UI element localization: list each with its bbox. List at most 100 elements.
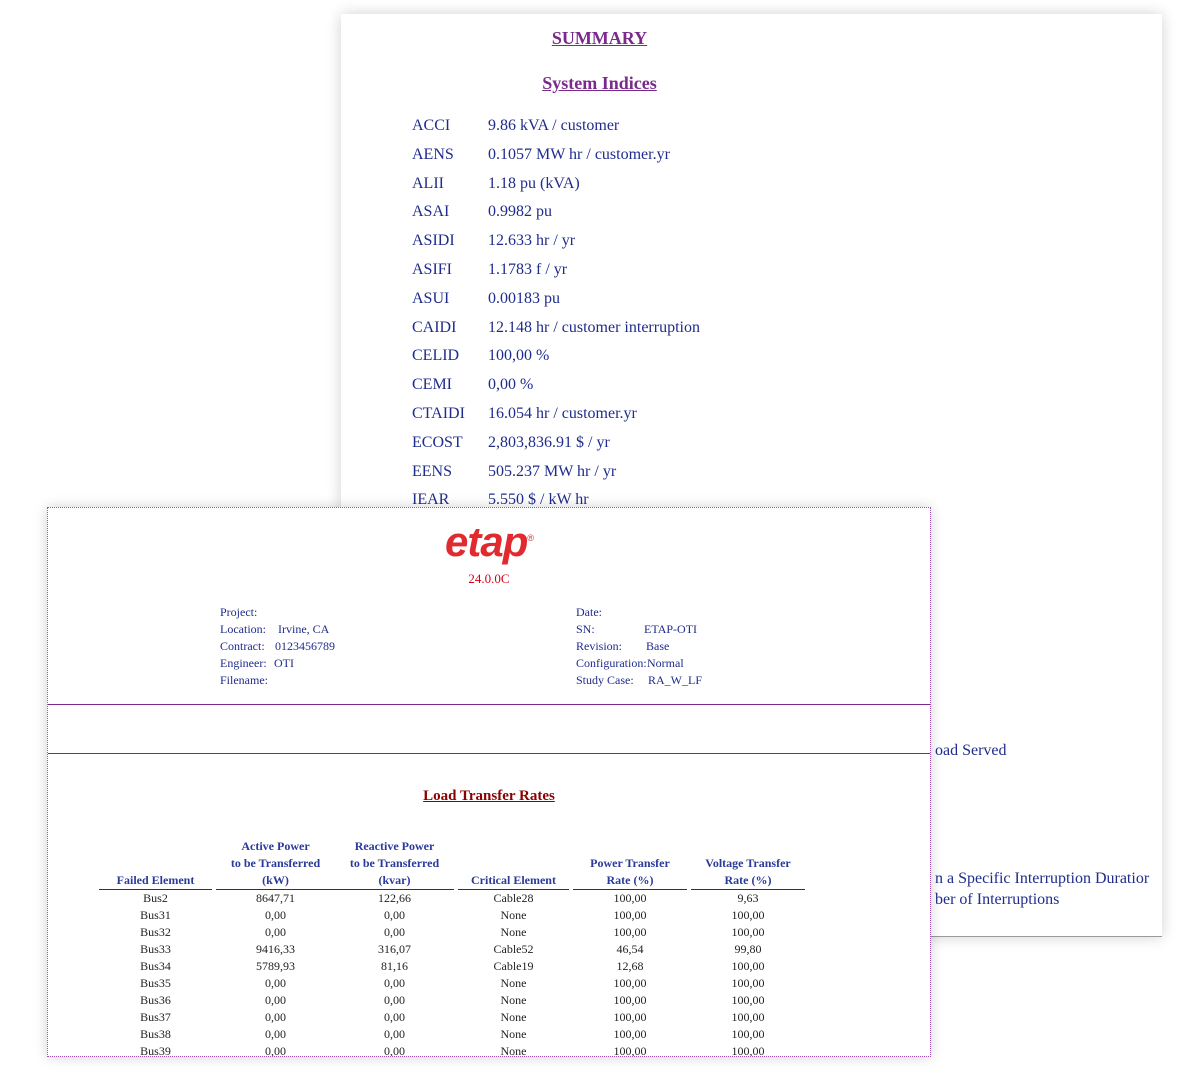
header-line: (kW) [262, 873, 289, 887]
engineer-label: Engineer: [220, 656, 267, 670]
table-cell: 0,00 [265, 1044, 286, 1057]
index-name: CAIDI [412, 318, 457, 336]
index-name: CTAIDI [412, 405, 465, 422]
table-cell: Cable19 [493, 959, 534, 973]
location-label: Location: [220, 622, 266, 636]
table-cell: 122,66 [378, 891, 411, 905]
sn-value: ETAP-OTI [644, 622, 698, 636]
table-cell: 100,00 [731, 908, 765, 922]
table-cell: 100,00 [731, 925, 765, 939]
logo-text: etap [445, 518, 528, 565]
project-row: Project: [220, 604, 520, 621]
contract-label: Contract: [220, 639, 265, 653]
table-cell: 0,00 [384, 1010, 405, 1024]
study-case-label: Study Case: [576, 673, 634, 687]
table-cell: None [500, 1027, 527, 1041]
index-value: 12.633 hr / yr [488, 232, 576, 250]
filename-row: Filename: [220, 672, 520, 689]
table-cell: 0,00 [265, 993, 286, 1007]
index-name: CEMI [412, 376, 452, 394]
number-of-interruptions-fragment: ber of Interruptions [935, 891, 1060, 908]
table-cell: 100,00 [613, 1044, 647, 1057]
table-cell: 100,00 [613, 1010, 647, 1024]
summary-title: SUMMARY [551, 28, 648, 48]
table-cell: Cable52 [493, 942, 534, 956]
table-cell: None [500, 993, 527, 1007]
study-case-row: Study Case: RA_W_LF [576, 672, 876, 689]
col-failed-element-header: Failed Element [99, 872, 212, 890]
index-value: 0.00183 pu [488, 289, 560, 307]
report-page: etap® 24.0.0C Project: Location: Irvine,… [47, 507, 931, 1057]
location-row: Location: Irvine, CA [220, 621, 520, 638]
header-divider-bottom [48, 753, 930, 754]
index-name: ASUI [412, 289, 450, 307]
system-indices-title: System Indices [542, 73, 657, 93]
table-cell: 99,80 [734, 942, 762, 956]
table-cell: Bus34 [140, 959, 171, 973]
table-cell: 0,00 [384, 1044, 405, 1057]
table-cell: Bus32 [140, 925, 171, 939]
index-value: 505.237 MW hr / yr [488, 462, 617, 480]
table-cell: 0,00 [384, 976, 405, 990]
table-cell: Bus2 [143, 891, 168, 905]
contract-row: Contract: 0123456789 [220, 638, 520, 655]
index-value: 0.1057 MW hr / customer.yr [488, 145, 670, 163]
configuration-label: Configuration: [576, 656, 647, 670]
table-cell: 100,00 [613, 908, 647, 922]
table-cell: 0,00 [265, 925, 286, 939]
table-cell: 46,54 [616, 942, 644, 956]
engineer-row: Engineer: OTI [220, 655, 520, 672]
index-value: 0.9982 pu [488, 203, 552, 221]
header-line: Power Transfer [590, 856, 670, 870]
project-label: Project: [220, 605, 258, 619]
header-divider-top [48, 704, 930, 705]
index-name: ALII [412, 174, 444, 192]
index-name: IEAR [412, 491, 450, 509]
index-value: 5.550 $ / kW hr [488, 491, 589, 509]
logo-registered-mark: ® [527, 533, 534, 543]
table-cell: 0,00 [384, 908, 405, 922]
load-served-fragment: oad Served [935, 742, 1007, 759]
table-cell: None [500, 925, 527, 939]
header-line: Voltage Transfer [705, 856, 791, 870]
index-value: 9.86 kVA / customer [488, 117, 620, 134]
table-cell: 100,00 [731, 976, 765, 990]
table-cell: 100,00 [731, 1044, 765, 1057]
index-value: 1.1783 f / yr [488, 261, 568, 278]
configuration-value: Normal [647, 656, 684, 670]
index-value: 1.18 pu (kVA) [488, 174, 580, 192]
index-name: ACCI [412, 117, 451, 134]
table-cell: Bus36 [140, 993, 171, 1007]
index-value: 100,00 % [488, 347, 550, 365]
table-cell: 100,00 [731, 1010, 765, 1024]
interruption-duration-fragment: n a Specific Interruption Duratior [935, 870, 1150, 887]
table-cell: 8647,71 [256, 891, 295, 905]
header-line: (kvar) [378, 873, 411, 887]
table-cell: Bus38 [140, 1027, 171, 1041]
etap-logo: etap® [48, 518, 930, 566]
table-cell: 100,00 [731, 1027, 765, 1041]
index-name: CELID [412, 347, 460, 365]
location-value: Irvine, CA [278, 622, 330, 636]
table-cell: None [500, 908, 527, 922]
index-value: 16.054 hr / customer.yr [488, 405, 637, 422]
table-cell: 316,07 [378, 942, 411, 956]
configuration-row: Configuration: Normal [576, 655, 876, 672]
header-line: to be Transferred [349, 856, 440, 870]
contract-value: 0123456789 [275, 639, 335, 653]
col-critical-element-header: Critical Element [458, 872, 569, 890]
table-cell: 81,16 [381, 959, 408, 973]
index-value: 2,803,836.91 $ / yr [488, 433, 610, 451]
index-name: ECOST [412, 433, 463, 451]
index-name: AENS [412, 145, 454, 163]
table-cell: 12,68 [616, 959, 644, 973]
table-cell: 0,00 [384, 1027, 405, 1041]
table-cell: 9416,33 [256, 942, 295, 956]
table-cell: 100,00 [613, 993, 647, 1007]
case-info: Date: SN: ETAP-OTI Revision: Base Config… [576, 604, 876, 689]
header-line: to be Transferred [230, 856, 321, 870]
table-cell: 0,00 [265, 908, 286, 922]
